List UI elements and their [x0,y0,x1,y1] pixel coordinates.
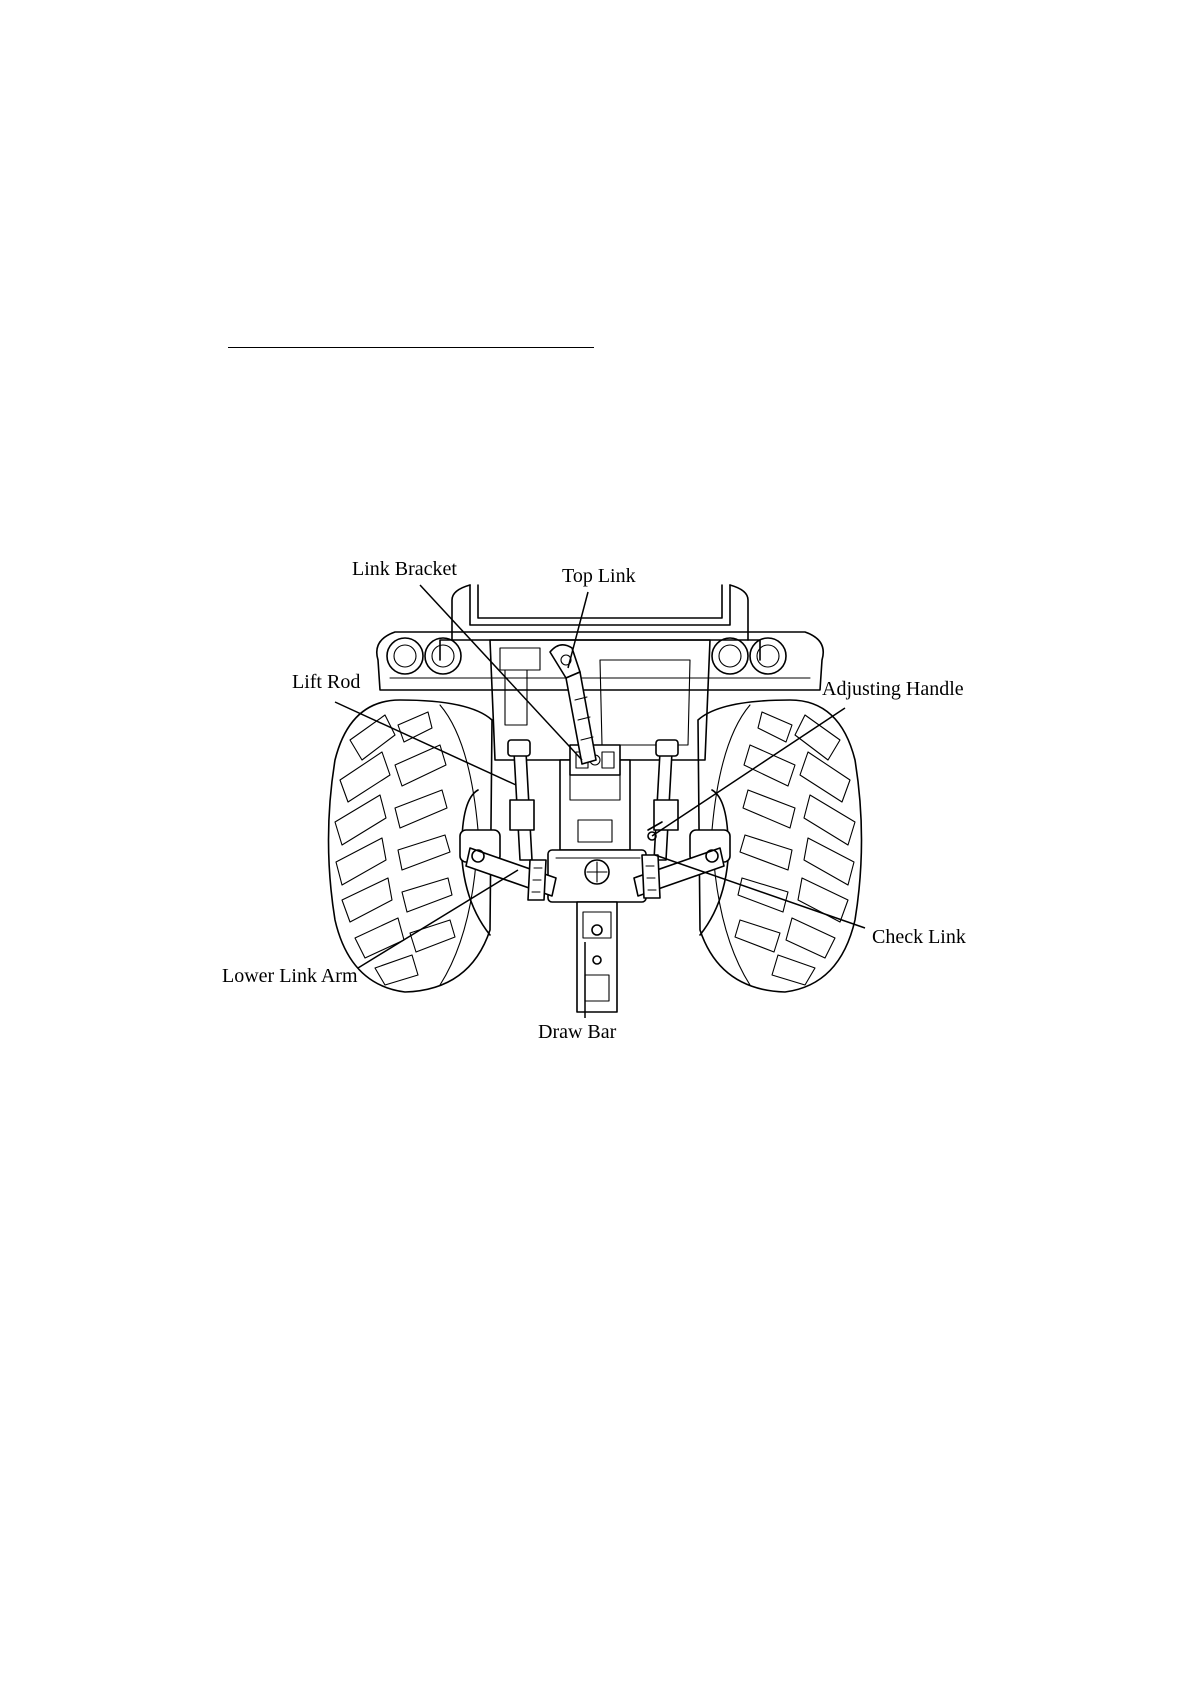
tractor-rear-illustration [329,585,862,1012]
right-lights [712,638,786,674]
label-lift-rod: Lift Rod [292,671,360,693]
label-lower-link-arm: Lower Link Arm [222,965,358,987]
center-housing [548,760,646,902]
label-draw-bar: Draw Bar [538,1021,617,1043]
cab-frame [440,585,760,660]
draw-bar-part [577,902,617,1012]
leader-link-bracket [420,585,582,760]
leader-top-link [568,592,588,668]
label-top-link: Top Link [562,565,636,587]
label-adjusting-handle: Adjusting Handle [822,678,964,700]
label-link-bracket: Link Bracket [352,558,457,580]
left-lights [387,638,461,674]
label-check-link: Check Link [872,926,966,948]
leader-lower-link-arm [358,870,518,968]
leader-adjusting-handle [652,708,845,836]
leader-lift-rod [335,702,516,785]
rear-body [377,632,823,760]
leader-check-link [655,855,865,928]
